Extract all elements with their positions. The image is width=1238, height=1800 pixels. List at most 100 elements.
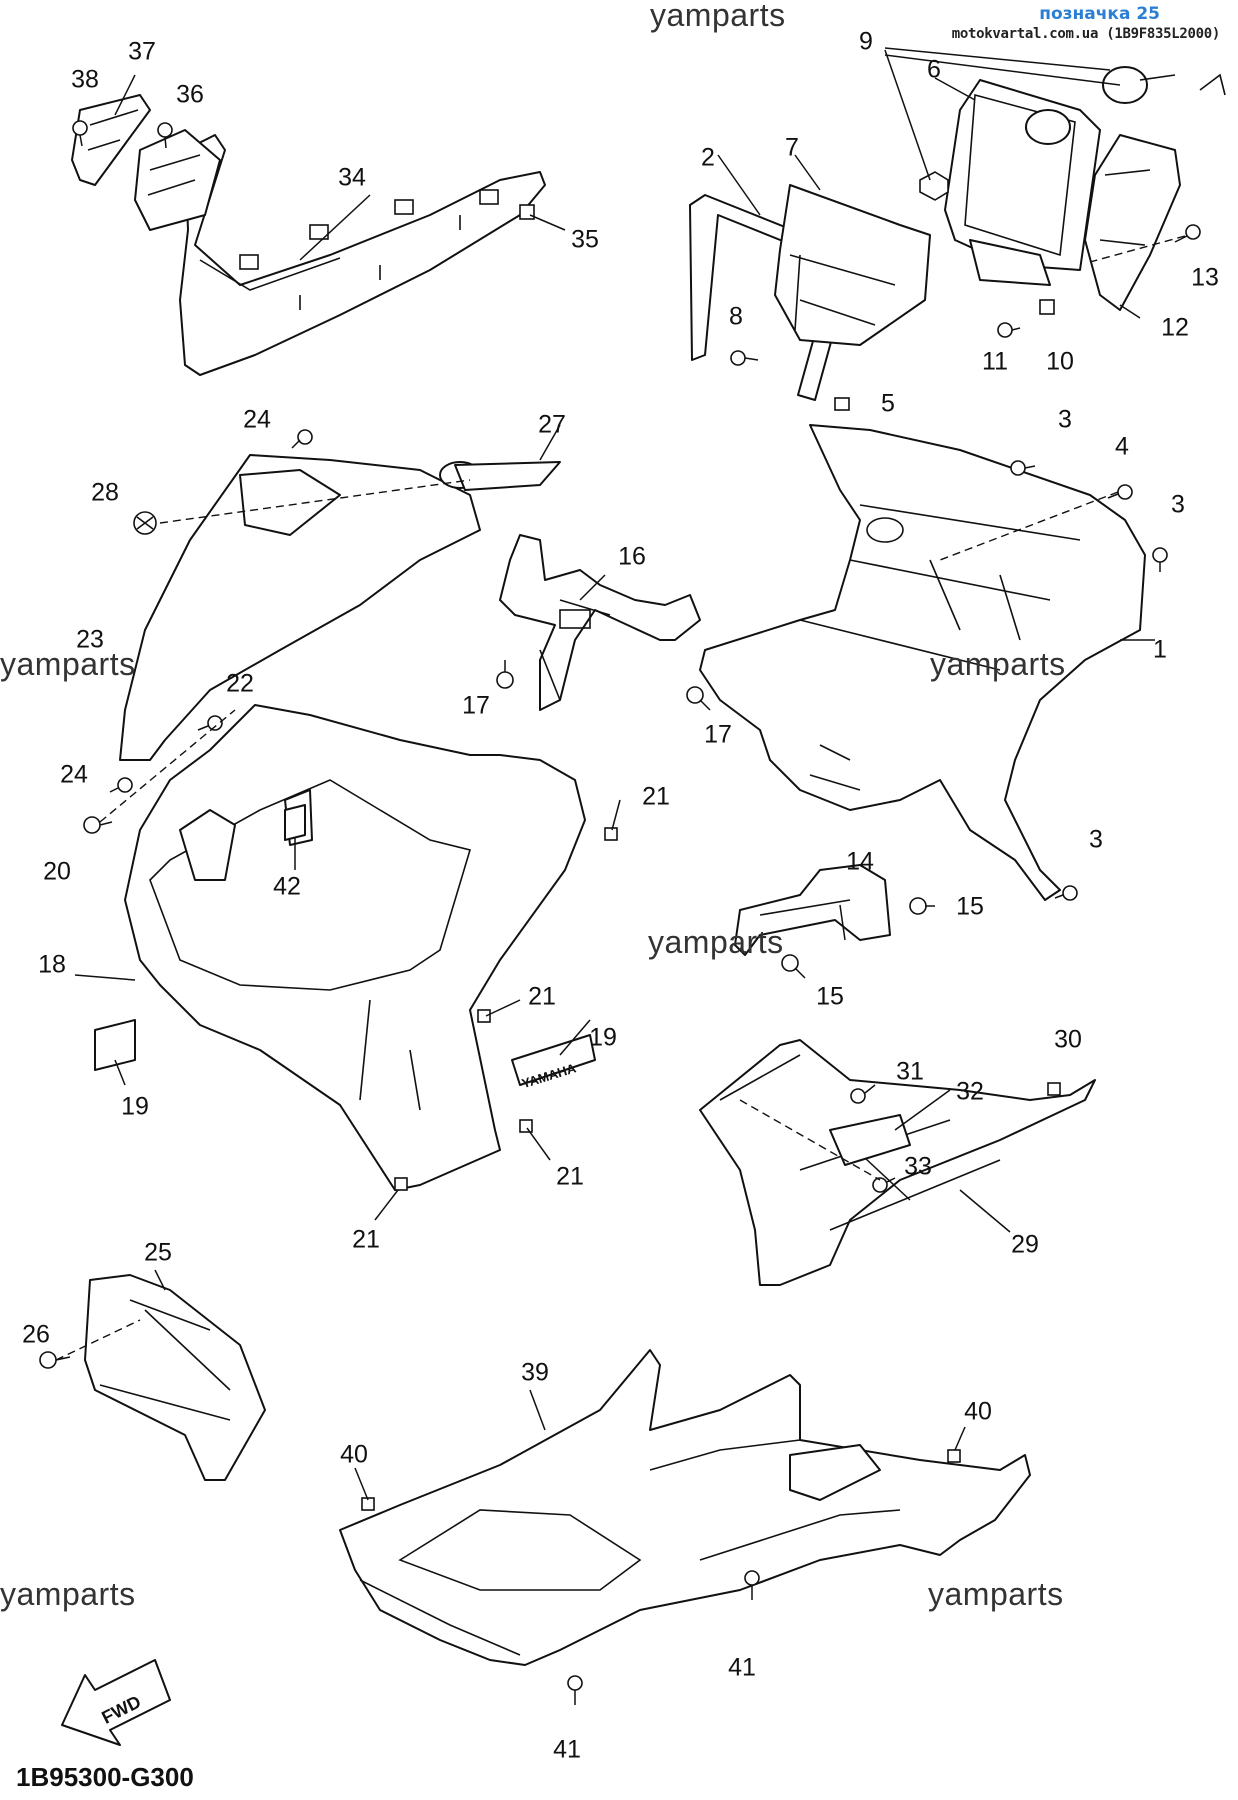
upper-front-cover-part-23: [119, 454, 561, 761]
diagram-code: 1B95300-G300: [16, 1762, 194, 1792]
watermark-lower-left: yamparts: [0, 1576, 136, 1612]
screw-part-41-b: [567, 1675, 583, 1705]
screw-part-4: [1107, 484, 1133, 500]
bolt-part-17-left: [496, 660, 514, 689]
callout-24-b: 24: [60, 760, 88, 789]
bracket-part-14: [734, 864, 891, 956]
callout-12: 12: [1161, 313, 1189, 342]
decal-part-19-plain: [94, 1019, 136, 1071]
callout-10: 10: [1046, 347, 1074, 376]
screw-part-11: [997, 322, 1021, 338]
callout-25: 25: [144, 1238, 172, 1267]
clip-part-5: [834, 397, 850, 411]
screw-part-31: [850, 1084, 876, 1104]
assembly-line-20-front: [99, 709, 236, 823]
nut-part-35: [519, 204, 535, 220]
screw-part-33: [872, 1177, 896, 1193]
callout-20: 20: [43, 857, 71, 886]
header-title: позначка 25: [1039, 4, 1160, 24]
callout-40-b: 40: [964, 1397, 992, 1426]
screw-part-3-b: [1152, 547, 1168, 572]
callout-21-a: 21: [642, 782, 670, 811]
nut-part-21-a: [604, 827, 618, 841]
callout-3-a: 3: [1058, 405, 1072, 434]
callout-34: 34: [338, 163, 366, 192]
marker-part-42: [284, 804, 306, 841]
clip-part-40-left: [361, 1497, 375, 1511]
decal-part-19-yamaha: YAMAHA: [511, 1034, 596, 1091]
watermark-upper-right: yamparts: [930, 646, 1066, 682]
callout-38: 38: [71, 65, 99, 94]
watermark-upper-left: yamparts: [0, 646, 136, 682]
callout-18: 18: [38, 950, 66, 979]
screw-part-3-a: [1010, 460, 1036, 476]
callout-32: 32: [956, 1077, 984, 1106]
callout-42: 42: [273, 872, 301, 901]
screw-part-41-a: [744, 1570, 760, 1600]
callout-21-b: 21: [528, 982, 556, 1011]
callout-19-b: 19: [589, 1023, 617, 1052]
box-part-7: [774, 184, 931, 346]
screw-part-38: [72, 120, 88, 147]
callout-16: 16: [618, 542, 646, 571]
callout-19-a: 19: [121, 1092, 149, 1121]
screw-part-36: [157, 122, 173, 149]
watermark-top: yamparts: [650, 0, 786, 33]
callout-26: 26: [22, 1320, 50, 1349]
callout-17-a: 17: [462, 691, 490, 720]
callout-6: 6: [927, 55, 941, 84]
bracket-part-16: [499, 534, 701, 711]
screw-part-13: [1174, 224, 1201, 243]
callout-33: 33: [904, 1152, 932, 1181]
inner-panel-part-34: [134, 129, 546, 376]
nut-part-21-d: [394, 1177, 408, 1191]
clip-part-40-right: [947, 1449, 961, 1463]
front-shield-part-18: [124, 704, 586, 1191]
screw-part-24-bottom: [109, 777, 133, 793]
side-cover-part-29: [699, 1039, 1096, 1286]
callout-5: 5: [881, 389, 895, 418]
callout-3-b: 3: [1171, 490, 1185, 519]
screw-part-8: [730, 350, 759, 366]
screw-part-24-top: [291, 429, 313, 449]
header-subtitle: motokvartal.com.ua (1B9F835L2000): [951, 26, 1221, 42]
callout-29: 29: [1011, 1230, 1039, 1259]
callout-22: 22: [226, 669, 254, 698]
callout-41-a: 41: [728, 1653, 756, 1682]
callout-41-b: 41: [553, 1735, 581, 1764]
inner-panel-part-25: [84, 1274, 266, 1481]
bolt-part-17-right: [686, 686, 711, 711]
leader-lines: [74, 47, 1155, 1501]
nut-part-21-b: [477, 1009, 491, 1023]
callout-30: 30: [1054, 1025, 1082, 1054]
clip-part-30: [1047, 1082, 1061, 1096]
bolt-part-26: [39, 1351, 71, 1369]
bolt-part-15-b: [781, 954, 806, 979]
callout-27: 27: [538, 410, 566, 439]
fwd-arrow-icon: FWD: [61, 1659, 171, 1746]
callout-2: 2: [701, 143, 715, 172]
reflector-part-37: [71, 94, 151, 186]
callout-4: 4: [1115, 432, 1129, 461]
callout-39: 39: [521, 1358, 549, 1387]
watermark-middle: yamparts: [648, 924, 784, 960]
callout-11: 11: [982, 347, 1008, 376]
assembly-line-26: [55, 1319, 141, 1361]
screw-part-3-c: [1054, 885, 1078, 901]
callout-35: 35: [571, 225, 599, 254]
callout-13: 13: [1191, 263, 1219, 292]
callout-17-b: 17: [704, 720, 732, 749]
callout-9: 9: [859, 27, 873, 56]
emblem-part-28: [133, 511, 157, 535]
callout-23: 23: [76, 625, 104, 654]
side-panel-part-12: [1084, 134, 1181, 311]
assembly-line-4-bracket: [939, 491, 1119, 561]
callout-21-c: 21: [556, 1162, 584, 1191]
lid-part-6: [944, 79, 1101, 286]
lock-set-part-9: [919, 66, 1226, 201]
callout-1: 1: [1153, 635, 1167, 664]
callout-14: 14: [846, 847, 874, 876]
nut-part-21-c: [519, 1119, 533, 1133]
callout-37: 37: [128, 37, 156, 66]
